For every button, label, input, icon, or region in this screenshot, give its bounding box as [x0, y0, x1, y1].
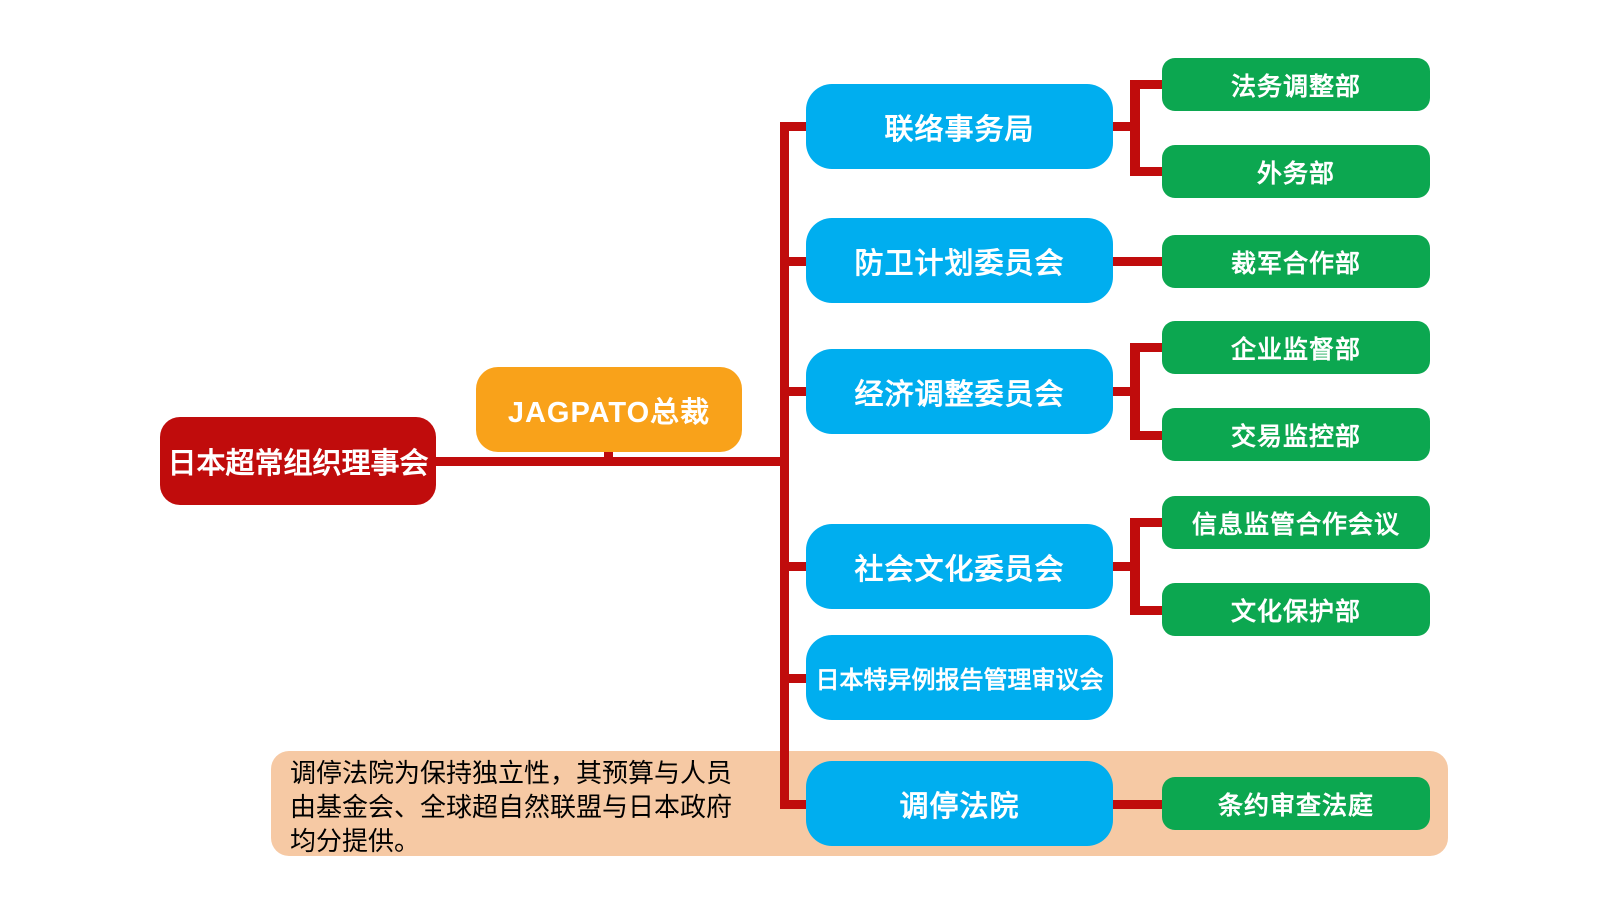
connector-trunk-review-board [780, 674, 806, 683]
connector-to-foreign-affairs [1130, 167, 1162, 176]
connector-to-info-regulation [1130, 518, 1162, 527]
connector-president-stub [604, 448, 613, 462]
node-liaison-affairs-bureau: 联络事务局 [806, 84, 1113, 169]
connector-trunk-defense [780, 257, 806, 266]
note-line: 均分提供。 [290, 826, 421, 856]
node-economic-adjustment-committee: 经济调整委员会 [806, 349, 1113, 434]
node-info-regulation-cooperation-council: 信息监管合作会议 [1162, 496, 1430, 549]
connector-to-disarmament [1113, 257, 1162, 266]
connector-trunk-mediation [780, 800, 806, 809]
node-defense-planning-committee: 防卫计划委员会 [806, 218, 1113, 303]
connector-liaison-stem [1113, 122, 1140, 131]
node-treaty-review-tribunal: 条约审查法庭 [1162, 777, 1430, 830]
node-transaction-monitoring-dept: 交易监控部 [1162, 408, 1430, 461]
node-social-culture-committee: 社会文化委员会 [806, 524, 1113, 609]
connector-to-treaty-tribunal [1113, 800, 1162, 809]
connector-economic-bracket [1130, 343, 1140, 440]
connector-to-culture-protection [1130, 606, 1162, 615]
mediation-court-note-text: 调停法院为保持独立性，其预算与人员 由基金会、全球超自然联盟与日本政府 均分提供… [290, 756, 770, 858]
connector-to-transaction-monitoring [1130, 431, 1162, 440]
node-culture-protection-dept: 文化保护部 [1162, 583, 1430, 636]
node-president: JAGPATO总裁 [476, 367, 742, 452]
connector-trunk-liaison [780, 122, 806, 131]
node-foreign-affairs-dept: 外务部 [1162, 145, 1430, 198]
connector-to-corporate-supervision [1130, 343, 1162, 352]
node-mediation-court: 调停法院 [806, 761, 1113, 846]
note-line: 调停法院为保持独立性，其预算与人员 [290, 758, 733, 788]
node-corporate-supervision-dept: 企业监督部 [1162, 321, 1430, 374]
note-line: 由基金会、全球超自然联盟与日本政府 [290, 792, 733, 822]
node-special-case-report-review-board: 日本特异例报告管理审议会 [806, 635, 1113, 720]
connector-economic-stem [1113, 387, 1140, 396]
connector-trunk-economic [780, 387, 806, 396]
connector-to-legal-adjustment [1130, 80, 1162, 89]
node-legal-adjustment-dept: 法务调整部 [1162, 58, 1430, 111]
node-council: 日本超常组织理事会 [160, 417, 436, 505]
connector-social-stem [1113, 562, 1140, 571]
connector-liaison-bracket [1130, 80, 1140, 176]
connector-trunk-social [780, 562, 806, 571]
connector-main-trunk [780, 122, 789, 809]
node-disarmament-cooperation-dept: 裁军合作部 [1162, 235, 1430, 288]
connector-social-bracket [1130, 518, 1140, 615]
